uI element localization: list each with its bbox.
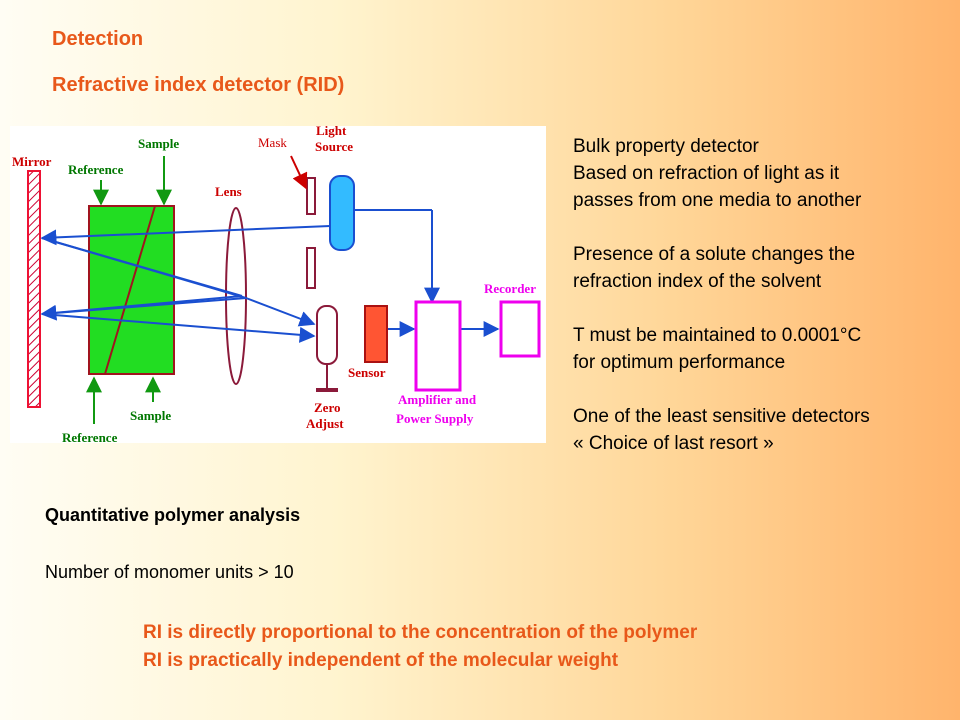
sensor-label: Sensor [348,365,386,380]
property-line: Based on refraction of light as it [573,163,840,184]
property-line: for optimum performance [573,352,786,373]
zero-adjust-knob [316,388,338,392]
property-line: Presence of a solute changes the [573,244,856,265]
lens [225,207,247,385]
property-line: passes from one media to another [573,190,862,211]
mask-upper [306,177,316,215]
section-title: Detection [52,28,144,50]
slide-subtitle: Refractive index detector (RID) [52,74,345,96]
mask-lower [306,247,316,289]
amplifier [414,300,462,392]
mask-label: Mask [258,135,287,150]
ri-statement-2: RI is practically independent of the mol… [143,650,619,671]
rid-diagram: Mirror Reference Sample Mask Light Sourc… [10,123,546,445]
monomer-text: Number of monomer units > 10 [45,562,294,582]
spacer [573,295,870,322]
light-label: Light [316,126,347,138]
source-label: Source [315,139,353,154]
reference-top-label: Reference [68,162,124,177]
recorder [499,300,541,358]
property-line: refraction index of the solvent [573,271,822,292]
property-line: One of the least sensitive detectors [573,406,870,427]
property-line: « Choice of last resort » [573,433,774,454]
analysis-heading: Quantitative polymer analysis [45,505,301,525]
sample-top-label: Sample [138,136,179,151]
mask-pointer [290,155,308,190]
reference-bottom-label: Reference [62,430,118,443]
light-source [329,175,355,251]
mirror [27,170,41,408]
spacer [573,214,870,241]
sensor [364,305,388,363]
property-line: Bulk property detector [573,136,759,157]
ri-statement-1: RI is directly proportional to the conce… [143,622,698,643]
zero-adjust-window [316,305,338,365]
amplifier-label: Amplifier and [398,392,477,407]
zero-label: Zero [314,400,340,415]
power-supply-label: Power Supply [396,411,474,426]
spacer [573,376,870,403]
property-line: T must be maintained to 0.0001°C [573,325,862,346]
adjust-label: Adjust [306,416,344,431]
lens-label: Lens [215,184,242,199]
mirror-label: Mirror [12,154,52,169]
sample-bottom-label: Sample [130,408,171,423]
recorder-label: Recorder [484,281,536,296]
flow-cell [88,205,175,375]
